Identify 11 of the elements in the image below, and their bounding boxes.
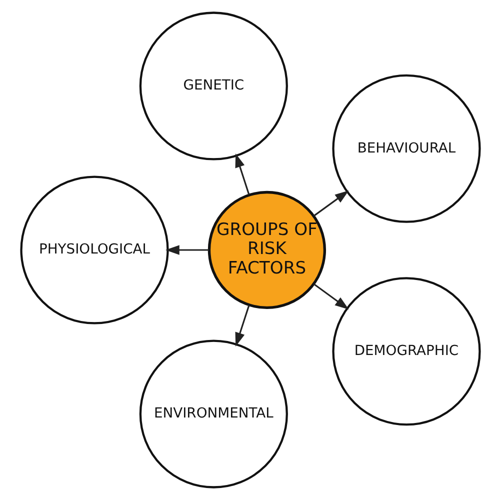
node-circle: DEMOGRAPHIC bbox=[332, 277, 480, 426]
node-circle: ENVIRONMENTAL bbox=[138, 340, 288, 488]
node-circle: PHYSIOLOGICAL bbox=[20, 176, 168, 324]
arrow bbox=[312, 190, 348, 217]
arrow bbox=[312, 283, 348, 310]
node-circle: GENETIC bbox=[138, 12, 288, 160]
node-circle: GROUPS OF RISK FACTORS bbox=[207, 190, 326, 310]
arrow bbox=[234, 153, 250, 196]
node-circle: BEHAVIOURAL bbox=[332, 74, 480, 223]
arrow bbox=[234, 304, 250, 347]
arrow bbox=[164, 245, 209, 255]
